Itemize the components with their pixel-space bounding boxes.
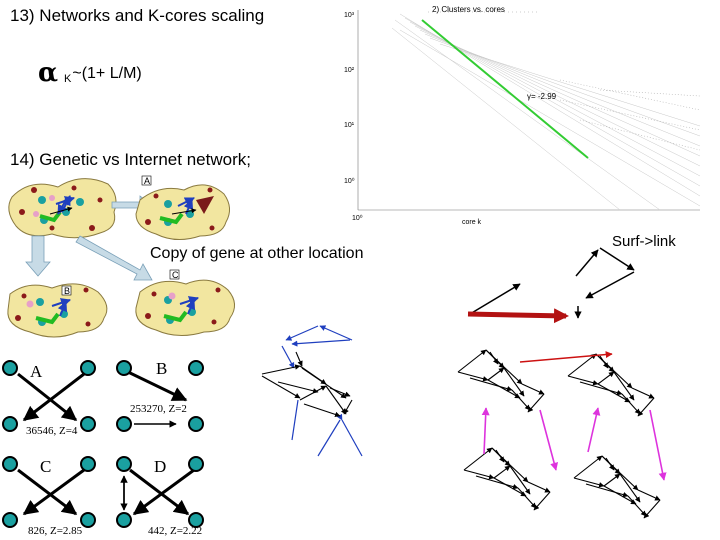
cluster-edge	[637, 489, 661, 501]
internet-network-center	[261, 325, 363, 457]
cluster-edge	[597, 371, 615, 385]
fit-line	[421, 19, 589, 159]
cluster-edge	[603, 485, 637, 505]
cell-a: A	[135, 175, 230, 240]
surf-link-label: Surf->link	[612, 233, 676, 250]
cluster-edge	[603, 473, 621, 487]
cluster-edge	[527, 481, 551, 493]
cell-c: C	[135, 269, 235, 336]
cell-label-a: A	[144, 176, 150, 186]
arrow-diagonal-copy	[75, 235, 153, 281]
item-13-heading: 13) Networks and K-cores scaling	[10, 6, 265, 25]
cluster-edge	[489, 351, 499, 365]
motif-b	[116, 360, 204, 432]
xtick-label: 10⁰	[352, 214, 363, 222]
formula-body: ~(1+ L/M)	[72, 65, 142, 82]
plot-xlabel: core k	[462, 219, 482, 226]
cluster-edge	[601, 455, 639, 491]
cluster-edge	[493, 465, 511, 479]
ytick-label: 10¹	[344, 122, 355, 129]
cluster-edge	[491, 447, 529, 483]
cluster-edge	[585, 483, 629, 498]
network-cluster-grid	[457, 349, 661, 519]
cluster-edge	[579, 381, 623, 396]
surf-link-graph	[467, 247, 635, 324]
cluster-edge	[637, 397, 655, 417]
cell-top-left	[8, 178, 117, 239]
cluster-edge	[485, 349, 523, 385]
cluster-edge	[487, 367, 505, 381]
cluster-edge	[595, 353, 633, 389]
item-14-heading: 14) Genetic vs Internet network;	[10, 150, 251, 169]
cluster-edge	[469, 377, 513, 392]
ytick-label: 10³	[344, 12, 355, 19]
arrow-down-copy	[25, 235, 51, 277]
motif-letter-b: B	[156, 359, 167, 378]
cluster-edge	[613, 371, 635, 401]
motif-caption-c: 826, Z=2.85	[28, 525, 83, 537]
cluster-edge	[475, 475, 519, 490]
motif-a	[2, 360, 96, 432]
cell-b: B	[7, 283, 108, 338]
cluster-edge	[521, 383, 545, 395]
cluster-edge	[573, 455, 603, 479]
cluster-edge	[627, 495, 647, 517]
motif-caption-b: 253270, Z=2	[130, 403, 187, 415]
cell-label-c: C	[172, 270, 179, 280]
motif-c	[2, 456, 96, 528]
cluster-edge	[487, 379, 521, 399]
cluster-edge	[511, 389, 531, 411]
cluster-edge	[463, 447, 493, 471]
cluster-edge	[463, 469, 495, 480]
cluster-edge	[631, 387, 655, 399]
motif-letter-d: D	[154, 457, 166, 476]
motif-letter-c: C	[40, 457, 51, 476]
clusters-vs-cores-plot: 2) Clusters vs. cores 10³ 10² 10¹ 10⁰ 10…	[344, 5, 701, 226]
cluster-edge	[517, 487, 537, 509]
motif-caption-d: 442, Z=2.22	[148, 525, 202, 537]
cluster-edge	[503, 367, 525, 397]
cluster-edge	[619, 473, 641, 503]
slope-label: γ= -2.99	[527, 92, 557, 101]
formula-subscript: K	[64, 73, 72, 85]
cluster-edge	[573, 477, 605, 488]
motif-d	[116, 456, 204, 528]
ytick-label: 10²	[344, 67, 355, 74]
copy-gene-label: Copy of gene at other location	[150, 245, 364, 262]
cluster-edge	[527, 393, 545, 413]
cluster-edge	[567, 353, 597, 377]
plot-title: 2) Clusters vs. cores	[432, 5, 505, 14]
cell-label-b: B	[64, 286, 70, 296]
motif-caption-a: 36546, Z=4	[26, 425, 78, 437]
cluster-edge	[509, 465, 531, 495]
cluster-edge	[533, 491, 551, 511]
formula-symbol: α	[38, 58, 59, 88]
cluster-edge	[599, 355, 609, 369]
cluster-edge	[621, 393, 641, 415]
cluster-edge	[457, 371, 489, 382]
cluster-edge	[597, 383, 631, 403]
cluster-links	[481, 351, 667, 481]
motif-letter-a: A	[30, 362, 43, 381]
cluster-edge	[605, 457, 615, 471]
cluster-edge	[493, 477, 527, 497]
ytick-label: 10⁰	[344, 177, 355, 185]
cluster-edge	[643, 499, 661, 519]
cluster-edge	[567, 375, 599, 386]
cluster-edge	[495, 449, 505, 463]
cluster-edge	[457, 349, 487, 373]
